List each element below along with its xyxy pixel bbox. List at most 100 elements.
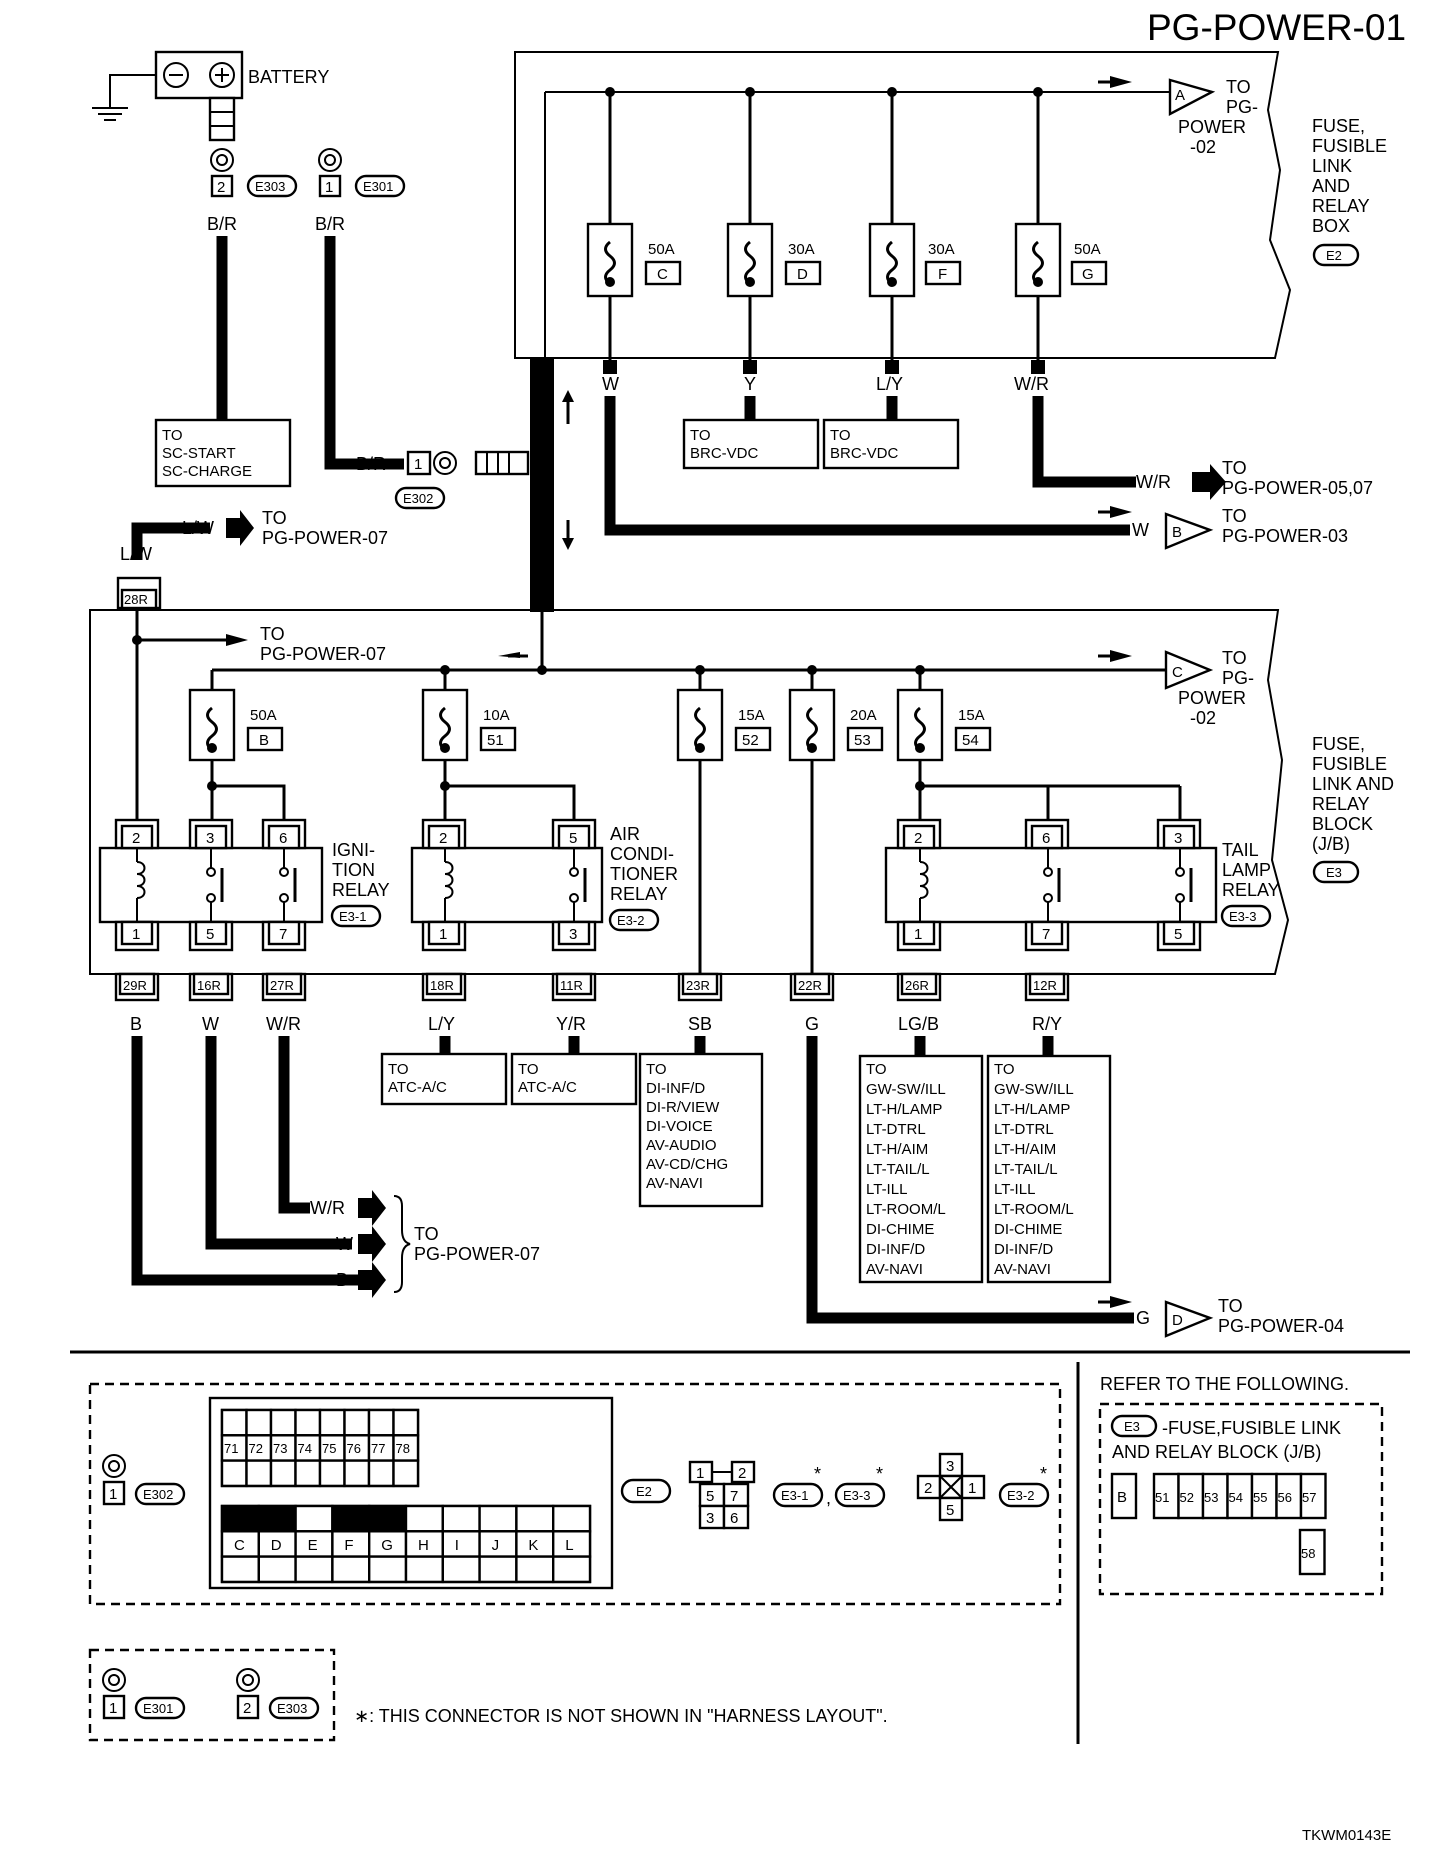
- ignition-relay: 2 3 6 1 5 7 IGNI- TION RELAY E3-1: [98, 818, 390, 952]
- terminal-e301: 1 E301 B/R: [315, 148, 406, 234]
- svg-text:B: B: [1172, 524, 1182, 541]
- grid-cell: [294, 1408, 322, 1437]
- svg-text:3: 3: [706, 1510, 714, 1527]
- svg-text:15A: 15A: [738, 707, 765, 724]
- svg-text:-02: -02: [1190, 708, 1216, 728]
- svg-text:B: B: [336, 1270, 348, 1290]
- svg-text:TO: TO: [414, 1224, 439, 1244]
- e3-fuse-51: 10A 51: [421, 670, 576, 820]
- grid-label: C: [234, 1537, 245, 1554]
- grid-cell: [368, 1555, 408, 1584]
- svg-text:18R: 18R: [430, 978, 454, 993]
- svg-text:POWER: POWER: [1178, 117, 1246, 137]
- svg-text:LT-H/LAMP: LT-H/LAMP: [866, 1101, 942, 1118]
- svg-text:L/Y: L/Y: [876, 374, 903, 394]
- refer-label: 53: [1204, 1490, 1218, 1505]
- svg-text:1: 1: [414, 456, 422, 473]
- svg-text:DI-R/VIEW: DI-R/VIEW: [646, 1099, 720, 1116]
- svg-text:LT-DTRL: LT-DTRL: [866, 1121, 926, 1138]
- svg-text:F: F: [938, 266, 947, 283]
- legend-box-1: [88, 1382, 1062, 1606]
- grid-cell: [478, 1504, 518, 1533]
- grid-cell: [392, 1459, 420, 1488]
- battery: BATTERY: [92, 50, 329, 142]
- svg-text:L/W: L/W: [182, 518, 214, 538]
- svg-text:PG-POWER-03: PG-POWER-03: [1222, 526, 1348, 546]
- refer-label: 58: [1301, 1546, 1315, 1561]
- svg-text:5: 5: [946, 1502, 954, 1519]
- svg-text:G: G: [805, 1014, 819, 1034]
- svg-text:AIR: AIR: [610, 824, 640, 844]
- svg-text:28R: 28R: [124, 592, 148, 607]
- svg-text:DI-INF/D: DI-INF/D: [646, 1080, 705, 1097]
- svg-text:SC-START: SC-START: [162, 445, 236, 462]
- page-title: PG-POWER-01: [1147, 7, 1406, 48]
- to-atc-box-1: TO ATC-A/C: [380, 1052, 508, 1106]
- svg-text:FUSE,: FUSE,: [1312, 116, 1365, 136]
- svg-text:2: 2: [217, 179, 225, 196]
- svg-text:E303: E303: [277, 1701, 307, 1716]
- e2-fuse-C: 50A C W: [586, 87, 682, 394]
- svg-text:15A: 15A: [958, 707, 985, 724]
- svg-text:PG-POWER-07: PG-POWER-07: [260, 644, 386, 664]
- svg-text:2: 2: [924, 1480, 932, 1497]
- svg-text:W: W: [602, 374, 619, 394]
- svg-text:DI-CHIME: DI-CHIME: [994, 1221, 1062, 1238]
- grid-cell: [368, 1504, 408, 1533]
- svg-text:52: 52: [742, 732, 759, 749]
- grid-cell: [478, 1555, 518, 1584]
- svg-text:LT-H/AIM: LT-H/AIM: [994, 1141, 1056, 1158]
- connector-e302: B/R 1 E302: [356, 450, 457, 510]
- grid-cell: [367, 1408, 395, 1437]
- svg-text:BOX: BOX: [1312, 216, 1350, 236]
- grid-label: E: [308, 1537, 318, 1554]
- svg-text:AV-NAVI: AV-NAVI: [866, 1261, 923, 1278]
- svg-text:TO: TO: [388, 1061, 409, 1078]
- svg-text:E3-2: E3-2: [1007, 1488, 1034, 1503]
- grid-cell: [257, 1555, 297, 1584]
- svg-text:2: 2: [132, 830, 140, 847]
- svg-text:2: 2: [738, 1465, 746, 1482]
- to-brc-box-1: TO BRC-VDC: [682, 418, 820, 470]
- legend-relay-b: 3 2 1 5 E3-2 *: [916, 1452, 1050, 1522]
- grid-cell: [441, 1530, 481, 1558]
- grid-label: H: [418, 1537, 429, 1554]
- svg-text:E3-2: E3-2: [617, 913, 644, 928]
- svg-text:*: *: [1040, 1464, 1047, 1484]
- svg-text:50A: 50A: [648, 241, 675, 258]
- svg-text:3: 3: [569, 926, 577, 943]
- grid-cell: [552, 1530, 592, 1558]
- svg-text:1: 1: [109, 1700, 117, 1717]
- refer-label: 56: [1278, 1490, 1292, 1505]
- svg-text:LT-TAIL/L: LT-TAIL/L: [994, 1161, 1058, 1178]
- svg-text:TO: TO: [1222, 648, 1247, 668]
- grid-cell: [552, 1555, 592, 1584]
- svg-text:RELAY: RELAY: [332, 880, 390, 900]
- svg-text:E3: E3: [1124, 1419, 1140, 1434]
- svg-text:1: 1: [696, 1465, 704, 1482]
- fuse-box-e2: FUSE, FUSIBLE LINK AND RELAY BOX E2 A TO…: [514, 51, 1387, 359]
- grid-label: K: [528, 1537, 538, 1554]
- svg-text:LINK AND: LINK AND: [1312, 774, 1394, 794]
- svg-text:L/W: L/W: [120, 544, 152, 564]
- svg-text:CONDI-: CONDI-: [610, 844, 674, 864]
- bottom-terminals: 29R B 16R W 27R W/R 18R L/Y 11R Y/R 23R …: [114, 972, 1070, 1034]
- grid-label: F: [344, 1537, 353, 1554]
- svg-text:FUSIBLE: FUSIBLE: [1312, 136, 1387, 156]
- svg-text:7: 7: [730, 1488, 738, 1505]
- legend-e301: 1 E301: [102, 1668, 186, 1720]
- grid-cell: [294, 1504, 334, 1533]
- svg-text:D: D: [1172, 1312, 1183, 1329]
- harness-connector: [474, 450, 530, 476]
- grid-cell: [404, 1504, 444, 1533]
- refer-cell: [1110, 1472, 1138, 1520]
- svg-text:L/Y: L/Y: [428, 1014, 455, 1034]
- svg-text:-FUSE,FUSIBLE LINK: -FUSE,FUSIBLE LINK: [1162, 1418, 1341, 1438]
- svg-text:E3-3: E3-3: [1229, 909, 1256, 924]
- grid-cell: [367, 1459, 395, 1488]
- svg-text:AV-NAVI: AV-NAVI: [646, 1175, 703, 1192]
- svg-text:LT-TAIL/L: LT-TAIL/L: [866, 1161, 930, 1178]
- grid-label: D: [271, 1537, 282, 1554]
- svg-text:*: *: [876, 1464, 883, 1484]
- svg-text:26R: 26R: [905, 978, 929, 993]
